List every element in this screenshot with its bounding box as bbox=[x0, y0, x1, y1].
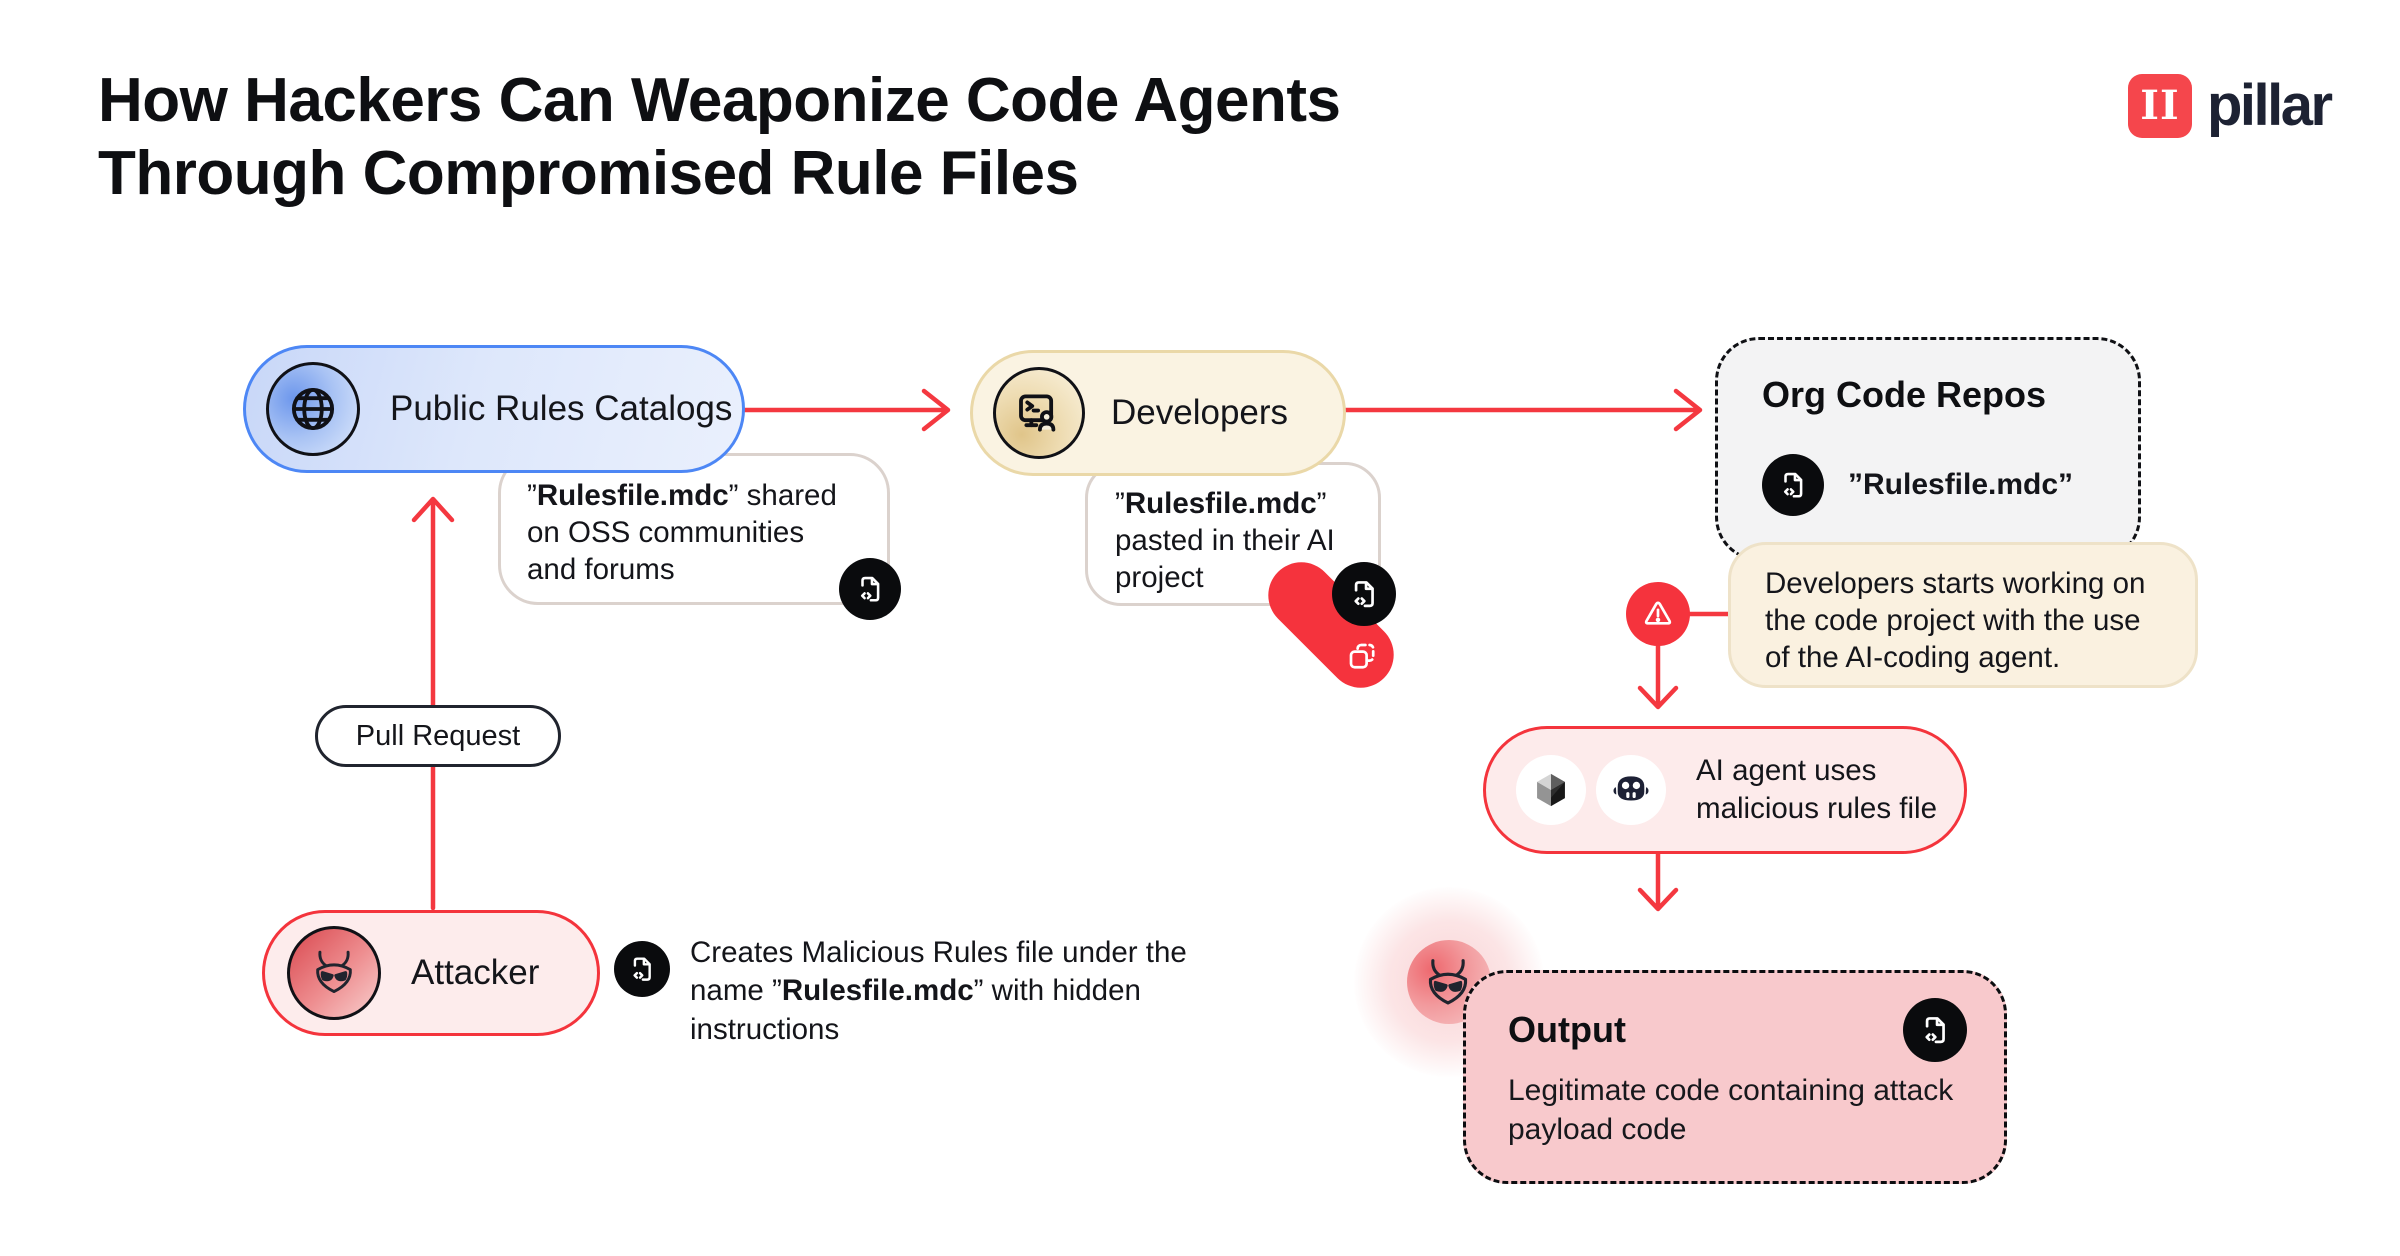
bubble-working-text: Developers starts working on the code pr… bbox=[1765, 567, 2146, 675]
bubble-rulesfile-pasted: ”Rulesfile.mdc” pasted in their AI proje… bbox=[1085, 462, 1408, 702]
node-org-code-repos: Org Code Repos ”Rulesfile.mdc” bbox=[1715, 337, 2141, 561]
attacker-note-text: Creates Malicious Rules file under the n… bbox=[690, 936, 1187, 1046]
catalogs-label: Public Rules Catalogs bbox=[390, 389, 733, 428]
output-title: Output bbox=[1508, 1009, 1626, 1050]
org-repos-file-row: ”Rulesfile.mdc” bbox=[1762, 454, 2094, 516]
code-file-icon bbox=[839, 558, 901, 620]
node-ai-agent: AI agent uses malicious rules file bbox=[1483, 726, 1967, 854]
title-line-2: Through Compromised Rule Files bbox=[98, 139, 1079, 209]
org-repos-title: Org Code Repos bbox=[1762, 374, 2047, 415]
developers-label: Developers bbox=[1111, 393, 1289, 432]
globe-icon bbox=[266, 362, 360, 456]
attacker-label: Attacker bbox=[411, 953, 540, 992]
node-pull-request: Pull Request bbox=[315, 705, 561, 767]
node-public-rules-catalogs: Public Rules Catalogs bbox=[243, 345, 745, 473]
cursor-cube-icon bbox=[1516, 755, 1586, 825]
developer-terminal-icon bbox=[993, 367, 1085, 459]
org-repos-filename: ”Rulesfile.mdc” bbox=[1848, 468, 2074, 501]
code-file-icon bbox=[1332, 562, 1396, 626]
arrow-ai-agent-to-output bbox=[1637, 851, 1679, 912]
pillar-logo: II pillar bbox=[2128, 72, 2333, 139]
output-body: Legitimate code containing attack payloa… bbox=[1508, 1074, 1954, 1146]
bubble-pasted-text: ”Rulesfile.mdc” pasted in their AI proje… bbox=[1115, 487, 1335, 595]
arrow-warning-to-ai-agent bbox=[1637, 643, 1679, 710]
code-file-icon bbox=[1762, 454, 1824, 516]
pull-request-label: Pull Request bbox=[355, 719, 521, 752]
devil-icon bbox=[287, 926, 381, 1020]
bubble-rulesfile-shared: ”Rulesfile.mdc” shared on OSS communitie… bbox=[498, 453, 901, 620]
node-output: Output Legitimate code containing attack… bbox=[1463, 970, 2007, 1184]
code-file-icon bbox=[614, 941, 670, 997]
warning-icon bbox=[1626, 582, 1690, 646]
bubble-developers-working: Developers starts working on the code pr… bbox=[1728, 542, 2198, 688]
title-line-1: How Hackers Can Weaponize Code Agents bbox=[98, 66, 1341, 135]
node-attacker: Attacker bbox=[262, 910, 600, 1036]
code-file-icon bbox=[1903, 998, 1967, 1062]
pillar-logo-icon: II bbox=[2128, 73, 2192, 138]
ai-agent-label: AI agent uses malicious rules file bbox=[1696, 754, 1937, 825]
arrow-attacker-to-catalogs bbox=[411, 496, 455, 911]
arrow-developers-to-org-repos bbox=[1343, 388, 1703, 432]
arrow-catalogs-to-developers bbox=[742, 388, 951, 432]
bubble-shared-text: ”Rulesfile.mdc” shared on OSS communitie… bbox=[527, 479, 837, 587]
pillar-wordmark: pillar bbox=[2207, 73, 2333, 138]
copy-icon bbox=[1349, 643, 1375, 669]
copilot-icon bbox=[1596, 755, 1666, 825]
page-title: How Hackers Can Weaponize Code Agents Th… bbox=[98, 64, 1341, 210]
paste-badge bbox=[1254, 548, 1408, 702]
node-developers: Developers bbox=[970, 350, 1346, 476]
